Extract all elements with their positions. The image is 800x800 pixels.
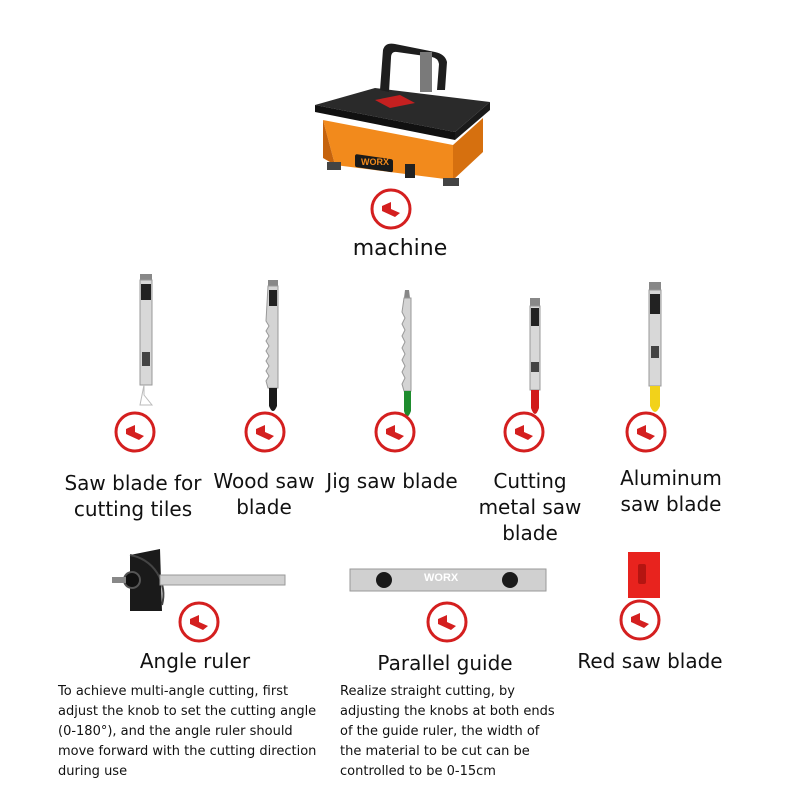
- wood-blade-image: [258, 276, 288, 416]
- aluminum-blade-image: [640, 280, 670, 420]
- parallel-guide-label: Parallel guide: [377, 651, 513, 675]
- wood-blade-logo-badge: [243, 410, 287, 454]
- parallel-guide-logo-badge: [425, 600, 469, 644]
- red-blade-logo-badge: [618, 598, 662, 642]
- tile-blade-label: Saw blade for cutting tiles: [64, 471, 202, 521]
- aluminum-blade-label: Aluminum saw blade: [620, 466, 722, 516]
- machine-label: machine: [352, 236, 448, 261]
- metal-blade-logo-badge: [502, 410, 546, 454]
- red-blade-image: [624, 550, 664, 600]
- parallel-guide-description: Realize straight cutting, by adjusting t…: [340, 684, 555, 779]
- parallel-guide-brand: WORX: [424, 572, 459, 584]
- jig-blade-label: Jig saw blade: [326, 469, 458, 493]
- jig-blade-logo-badge: [373, 410, 417, 454]
- metal-blade-image: [520, 296, 550, 426]
- jig-blade-image: [392, 286, 422, 426]
- machine-image: WORX: [305, 40, 495, 195]
- parallel-guide-image: WORX: [348, 566, 548, 594]
- aluminum-blade-logo-badge: [624, 410, 668, 454]
- angle-ruler-description: To achieve multi-angle cutting, first ad…: [58, 684, 317, 779]
- angle-ruler-logo-badge: [177, 600, 221, 644]
- tile-blade-logo-badge: [113, 410, 157, 454]
- angle-ruler-label: Angle ruler: [139, 649, 251, 673]
- metal-blade-label: Cutting metal saw blade: [478, 469, 582, 545]
- machine-logo-badge: [369, 187, 413, 231]
- wood-blade-label: Wood saw blade: [213, 469, 315, 519]
- angle-ruler-image: [110, 545, 290, 615]
- red-blade-label: Red saw blade: [577, 649, 723, 673]
- machine-brand: WORX: [361, 157, 389, 167]
- tile-blade-image: [132, 270, 162, 410]
